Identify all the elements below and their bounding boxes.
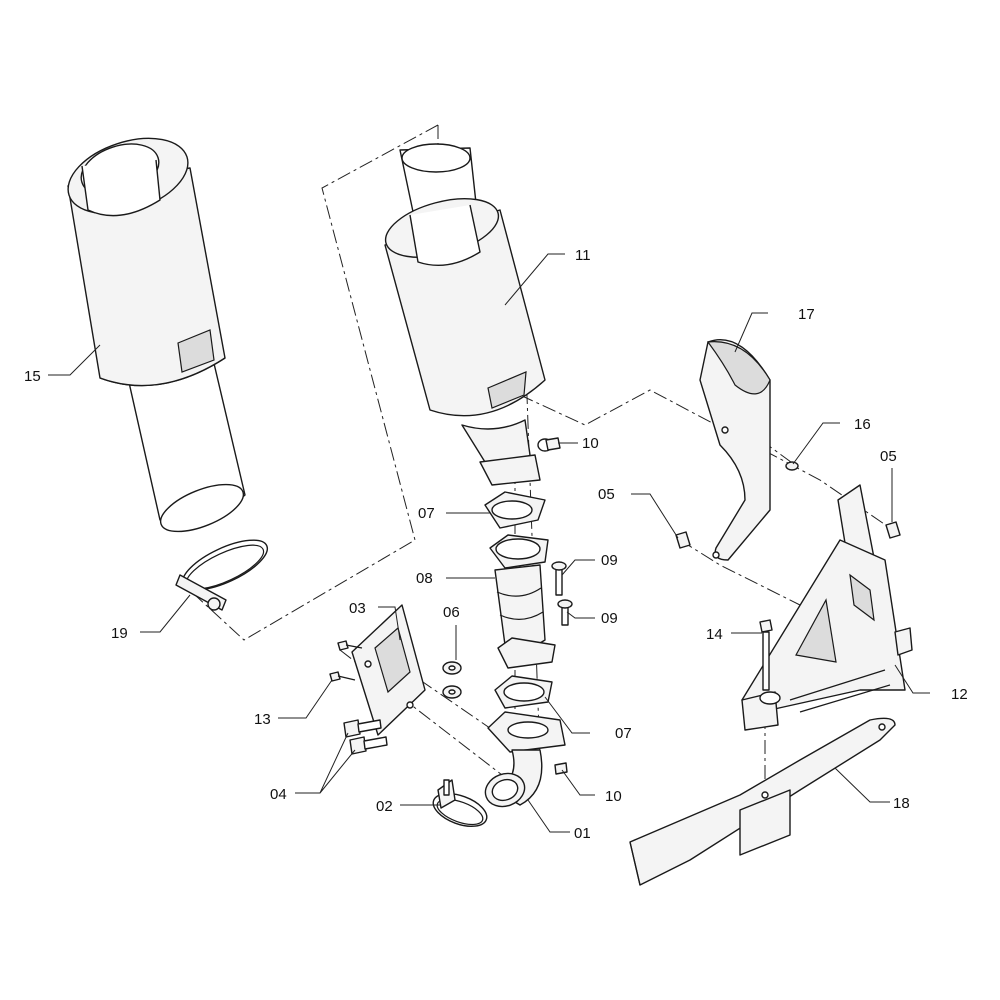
- callout-10-bottom: 10: [605, 788, 622, 805]
- band-clamp-part-19: [175, 539, 269, 611]
- callout-14: 14: [706, 626, 723, 643]
- callout-04: 04: [270, 786, 287, 803]
- callout-09-lower: 09: [601, 610, 618, 627]
- elbow-inlet-part-01: [484, 711, 566, 808]
- callout-08: 08: [416, 570, 433, 587]
- callout-07-lower: 07: [615, 725, 632, 742]
- callout-05-left: 05: [598, 486, 615, 503]
- lower-guard-part-18: [629, 717, 896, 886]
- bolt-part-05-right: [885, 521, 901, 539]
- callout-01: 01: [574, 825, 591, 842]
- inlet-clamp-part-02: [432, 779, 488, 827]
- gasket-upper-part-07: [484, 491, 546, 529]
- washers-part-06: [442, 661, 462, 699]
- callout-12: 12: [951, 686, 968, 703]
- callout-18: 18: [893, 795, 910, 812]
- tailpipe-muffler-part-15: [67, 137, 246, 533]
- mounting-bracket-part-03: [351, 604, 426, 736]
- callout-16: 16: [854, 416, 871, 433]
- callout-06: 06: [443, 604, 460, 621]
- long-bolt-part-14: [759, 619, 773, 691]
- callout-05-right: 05: [880, 448, 897, 465]
- leader-lines: [48, 253, 930, 833]
- bolts-part-04: [343, 719, 388, 755]
- callout-labels: 15 11 17 16 05 05 10 07 08 09 09 06 03 1…: [24, 247, 968, 842]
- bolt-part-09-b: [557, 599, 573, 626]
- callout-11: 11: [575, 247, 591, 264]
- callout-10-top: 10: [582, 435, 599, 452]
- frame-bracket-part-12: [741, 484, 913, 731]
- callout-13: 13: [254, 711, 271, 728]
- callout-03: 03: [349, 600, 366, 617]
- washer-part-16: [785, 461, 799, 471]
- bolts-part-13: [329, 640, 363, 682]
- bolt-part-09-a: [551, 561, 567, 596]
- nut-part-10-bottom: [554, 762, 568, 775]
- main-muffler-part-11: [384, 143, 553, 486]
- callout-15: 15: [24, 368, 41, 385]
- bolt-part-05-left: [675, 531, 691, 549]
- callout-19: 19: [111, 625, 128, 642]
- callout-09-upper: 09: [601, 552, 618, 569]
- callout-07-upper: 07: [418, 505, 435, 522]
- nut-part-10-top: [545, 437, 561, 451]
- heat-shield-part-17: [699, 338, 771, 561]
- callout-17: 17: [798, 306, 815, 323]
- gasket-lower-part-07: [494, 675, 553, 709]
- callout-02: 02: [376, 798, 393, 815]
- flex-pipe-part-08: [489, 534, 556, 669]
